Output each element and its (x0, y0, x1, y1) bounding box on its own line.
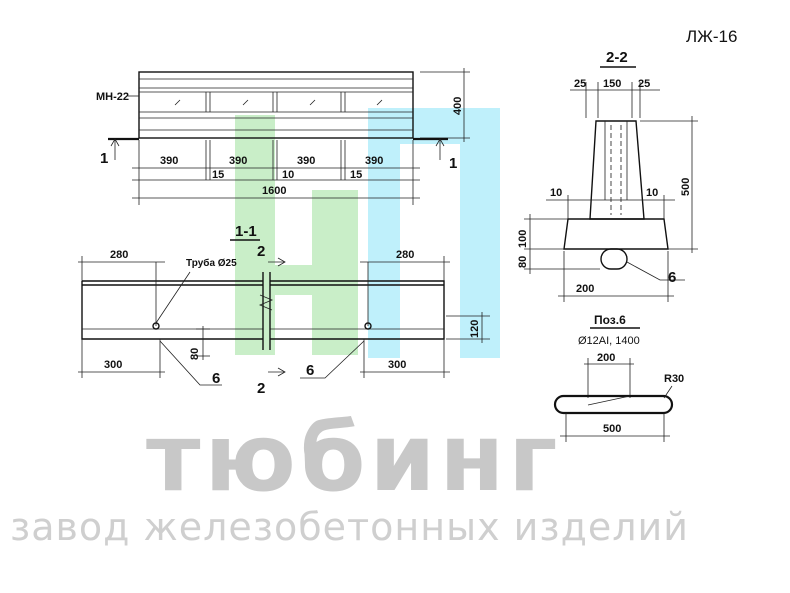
product-code: ЛЖ-16 (686, 27, 737, 46)
offset-top-right: 280 (396, 249, 414, 261)
gap-1: 15 (212, 169, 224, 181)
section-2-2-title: 2-2 (606, 49, 628, 66)
offset-top-left: 280 (110, 249, 128, 261)
offset-bottom-right: 300 (388, 359, 406, 371)
section-1-1-title: 1-1 (235, 223, 257, 240)
cut-mark-bottom: 2 (257, 380, 265, 397)
watermark-word: тюбинг (146, 404, 561, 513)
gap-3: 15 (350, 169, 362, 181)
top-left-dim: 25 (574, 78, 586, 90)
watermark-subtitle: завод железобетонных изделий (10, 505, 689, 549)
base-upper-dim: 100 (517, 230, 529, 248)
span-2: 390 (229, 155, 247, 167)
pos6-spec: Ø12AI, 1400 (578, 335, 640, 347)
watermark-logo (235, 108, 500, 358)
base-width-dim: 200 (576, 283, 594, 295)
pos-right: 6 (306, 362, 314, 379)
side-right-dim: 10 (646, 187, 658, 199)
cut-mark-top: 2 (257, 243, 265, 260)
mesh-label: МН-22 (96, 91, 129, 103)
top-mid-dim: 150 (603, 78, 621, 90)
top-right-dim: 25 (638, 78, 650, 90)
section-1-1: 1-1 2 Труба Ø25 280 280 3 (78, 223, 490, 397)
span-3: 390 (297, 155, 315, 167)
pipe-label: Труба Ø25 (186, 257, 237, 269)
section-height: 500 (680, 178, 692, 196)
span-4: 390 (365, 155, 383, 167)
pos6-length-dim: 500 (603, 423, 621, 435)
plan-cut-left: 1 (100, 150, 108, 167)
lower-height: 80 (189, 348, 201, 360)
section-pos: 6 (668, 269, 676, 286)
right-height: 120 (469, 320, 481, 338)
pos6-inner-dim: 200 (597, 352, 615, 364)
pos6-title: Поз.6 (594, 313, 626, 327)
gap-2: 10 (282, 169, 294, 181)
offset-bottom-left: 300 (104, 359, 122, 371)
pos6-radius: R30 (664, 373, 684, 385)
plan-view: МН-22 400 1 1 390 390 390 390 15 10 15 1… (96, 68, 470, 205)
pos-left: 6 (212, 370, 220, 387)
side-left-dim: 10 (550, 187, 562, 199)
pos6-detail: Поз.6 Ø12AI, 1400 200 R30 500 (553, 313, 684, 442)
span-1: 390 (160, 155, 178, 167)
plan-height: 400 (452, 97, 464, 115)
section-2-2: 2-2 25 150 25 10 10 500 (517, 49, 698, 302)
base-lower-dim: 80 (517, 256, 529, 268)
plan-cut-right: 1 (449, 155, 457, 172)
plan-length: 1600 (262, 185, 286, 197)
